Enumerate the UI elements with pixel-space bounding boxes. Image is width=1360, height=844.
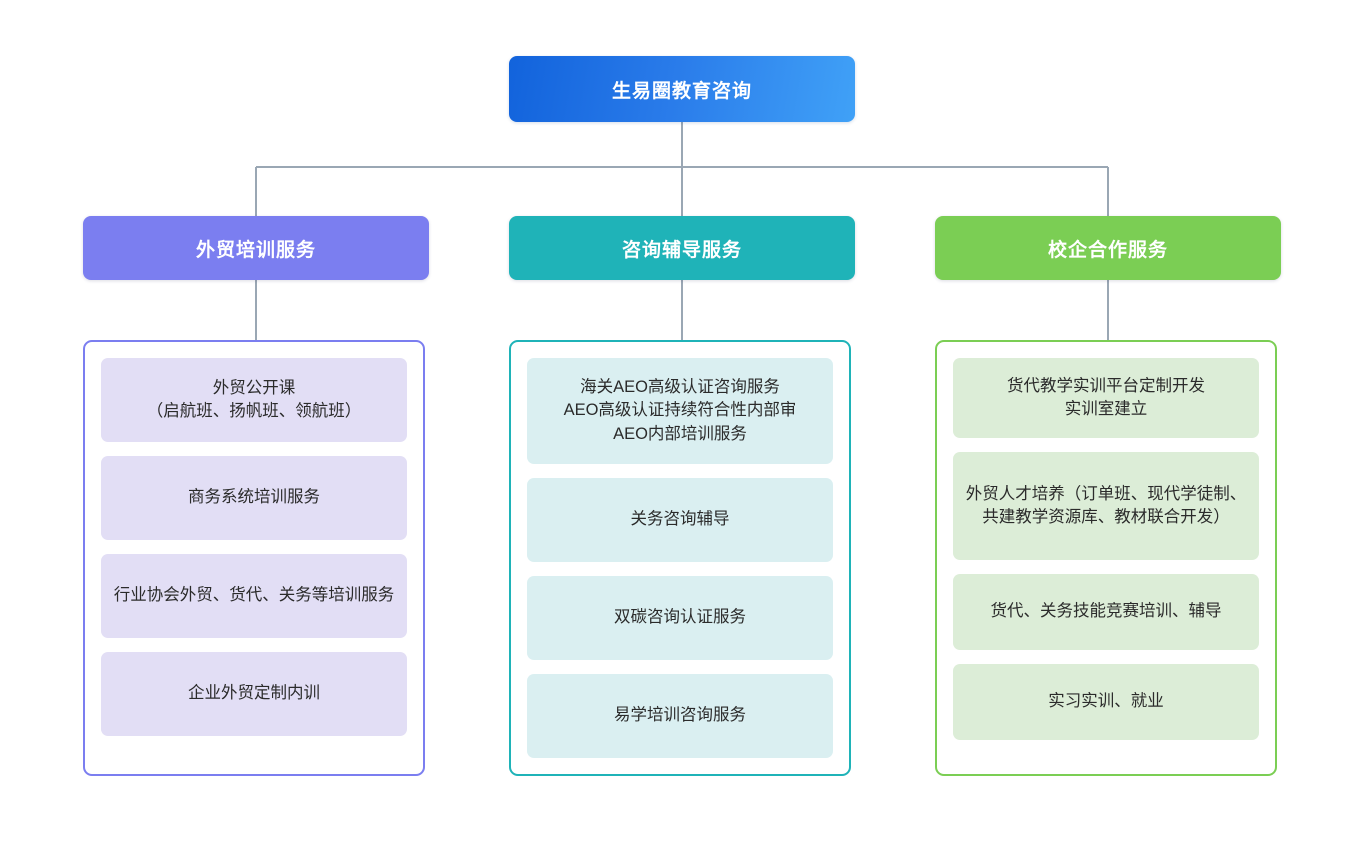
root-node[interactable]: 生易圈教育咨询 xyxy=(509,56,855,122)
item-card[interactable]: 商务系统培训服务 xyxy=(101,456,407,540)
item-card[interactable]: 海关AEO高级认证咨询服务 AEO高级认证持续符合性内部审 AEO内部培训服务 xyxy=(527,358,833,464)
item-card[interactable]: 企业外贸定制内训 xyxy=(101,652,407,736)
branch-column-consulting-coaching: 咨询辅导服务 xyxy=(509,216,855,280)
branch-header-school-enterprise[interactable]: 校企合作服务 xyxy=(935,216,1281,280)
branch-column-foreign-trade-training: 外贸培训服务 xyxy=(83,216,429,280)
item-card[interactable]: 外贸公开课 （启航班、扬帆班、领航班） xyxy=(101,358,407,442)
branch-header-consulting-coaching[interactable]: 咨询辅导服务 xyxy=(509,216,855,280)
branch-header-foreign-trade-training[interactable]: 外贸培训服务 xyxy=(83,216,429,280)
items-panel-school-enterprise: 货代教学实训平台定制开发 实训室建立 外贸人才培养（订单班、现代学徒制、共建教学… xyxy=(935,340,1277,776)
items-panel-consulting-coaching: 海关AEO高级认证咨询服务 AEO高级认证持续符合性内部审 AEO内部培训服务 … xyxy=(509,340,851,776)
item-card[interactable]: 外贸人才培养（订单班、现代学徒制、共建教学资源库、教材联合开发） xyxy=(953,452,1259,560)
item-card[interactable]: 关务咨询辅导 xyxy=(527,478,833,562)
item-card[interactable]: 易学培训咨询服务 xyxy=(527,674,833,758)
branch-column-school-enterprise: 校企合作服务 xyxy=(935,216,1281,280)
item-card[interactable]: 货代教学实训平台定制开发 实训室建立 xyxy=(953,358,1259,438)
item-card[interactable]: 双碳咨询认证服务 xyxy=(527,576,833,660)
item-card[interactable]: 货代、关务技能竞赛培训、辅导 xyxy=(953,574,1259,650)
item-card[interactable]: 行业协会外贸、货代、关务等培训服务 xyxy=(101,554,407,638)
items-panel-foreign-trade-training: 外贸公开课 （启航班、扬帆班、领航班） 商务系统培训服务 行业协会外贸、货代、关… xyxy=(83,340,425,776)
item-card[interactable]: 实习实训、就业 xyxy=(953,664,1259,740)
